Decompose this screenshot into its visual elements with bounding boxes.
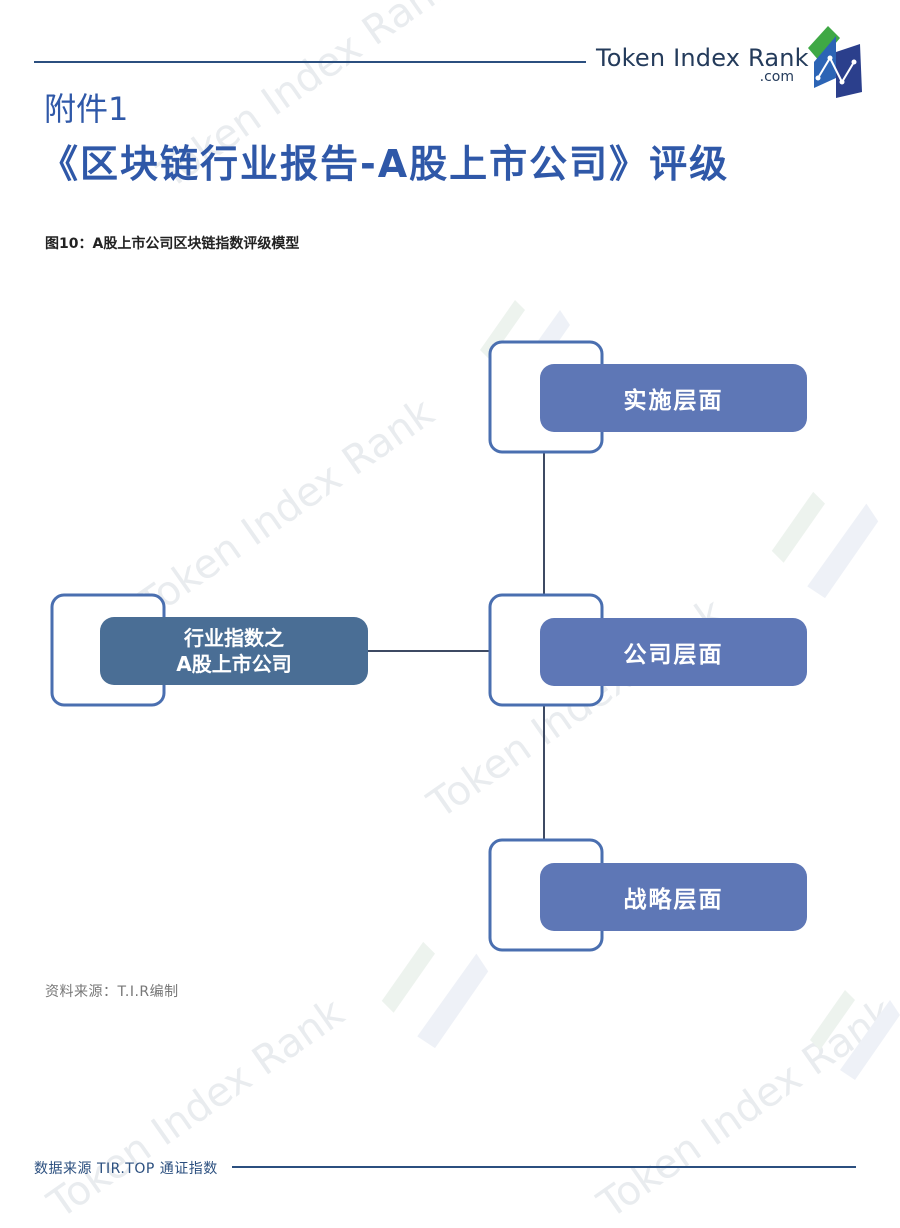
root-node-label: 行业指数之 A股上市公司 <box>100 617 368 685</box>
company-node-label: 公司层面 <box>623 642 724 668</box>
root-node-label-line2: A股上市公司 <box>176 652 292 676</box>
brand-wordmark: Token Index Rank .com <box>596 44 809 88</box>
implementation-node-label: 实施层面 <box>623 388 724 414</box>
section-label: 附件1 <box>44 90 129 128</box>
company-node-box <box>540 618 807 686</box>
watermark-logo-icon <box>381 941 489 1049</box>
brand-logo-icon <box>808 26 862 98</box>
brand-name: Token Index Rank <box>596 44 809 72</box>
watermark-logo-icon <box>810 990 900 1080</box>
figure-caption: 图10：A股上市公司区块链指数评级模型 <box>45 236 300 252</box>
watermark-logo-icon <box>771 491 879 599</box>
implementation-node-box <box>540 364 807 432</box>
brand-domain: .com <box>759 69 794 85</box>
footer-rule <box>232 1166 856 1168</box>
root-node-box <box>100 617 368 685</box>
source-note: 资料来源：T.I.R编制 <box>45 984 179 1000</box>
root-node-label-line1: 行业指数之 <box>184 626 284 650</box>
header-rule <box>34 61 586 63</box>
rating-model-diagram <box>50 340 807 952</box>
strategy-node-box <box>540 863 807 931</box>
strategy-node-label: 战略层面 <box>623 887 724 913</box>
report-title: 《区块链行业报告-A股上市公司》评级 <box>40 142 730 186</box>
footer-text: 数据来源 TIR.TOP 通证指数 <box>34 1161 218 1177</box>
